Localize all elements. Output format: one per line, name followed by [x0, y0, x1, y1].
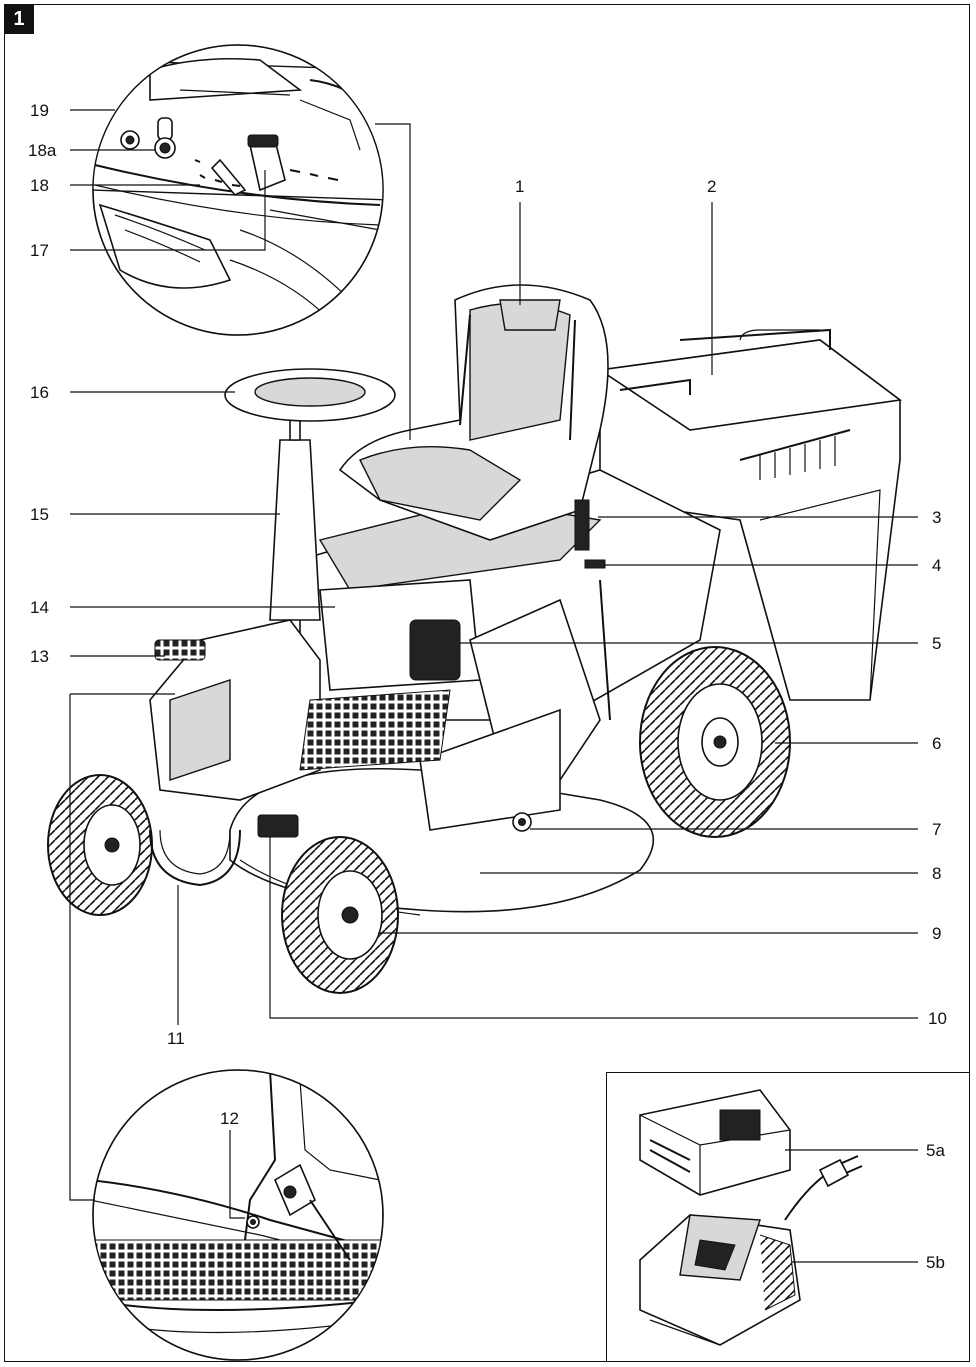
callout-12: 12 [220, 1109, 239, 1128]
callout-5b: 5b [926, 1253, 945, 1272]
callout-9: 9 [932, 924, 941, 943]
steering-assembly [224, 368, 396, 621]
callout-11: 11 [167, 1029, 185, 1048]
callout-3: 3 [932, 508, 941, 527]
callout-7: 7 [932, 820, 941, 839]
callout-18a: 18a [28, 141, 57, 160]
charger-5b [639, 1155, 863, 1346]
callout-18: 18 [30, 176, 49, 195]
callout-17: 17 [30, 241, 49, 260]
callout-16: 16 [30, 383, 49, 402]
callout-8: 8 [932, 864, 941, 883]
callout-19: 19 [30, 101, 49, 120]
control-panel-detail [92, 44, 384, 336]
callout-labels: 19 18a 18 17 16 15 14 13 1 2 3 4 5 6 7 8… [28, 101, 947, 1272]
callout-5a: 5a [926, 1141, 945, 1160]
front-left-wheel [47, 774, 153, 916]
callout-14: 14 [30, 598, 49, 617]
seat [338, 284, 609, 541]
pedal-detail [92, 1069, 384, 1361]
figure-frame [4, 4, 970, 1362]
callout-4: 4 [932, 556, 941, 575]
callout-13: 13 [30, 647, 49, 666]
callout-2: 2 [707, 177, 716, 196]
battery-charger-inset-box [606, 1072, 970, 1362]
leader-lines [69, 109, 918, 1263]
front-right-wheel [281, 836, 399, 994]
battery-5a [639, 1089, 791, 1196]
figure-number-badge: 1 [4, 4, 34, 34]
callout-6: 6 [932, 734, 941, 753]
callout-5: 5 [932, 634, 941, 653]
catcher-vents [739, 429, 851, 480]
callout-15: 15 [30, 505, 49, 524]
callout-1: 1 [515, 177, 524, 196]
riding-mower [47, 284, 903, 994]
rear-wheel [639, 646, 791, 838]
callout-10: 10 [928, 1009, 947, 1028]
